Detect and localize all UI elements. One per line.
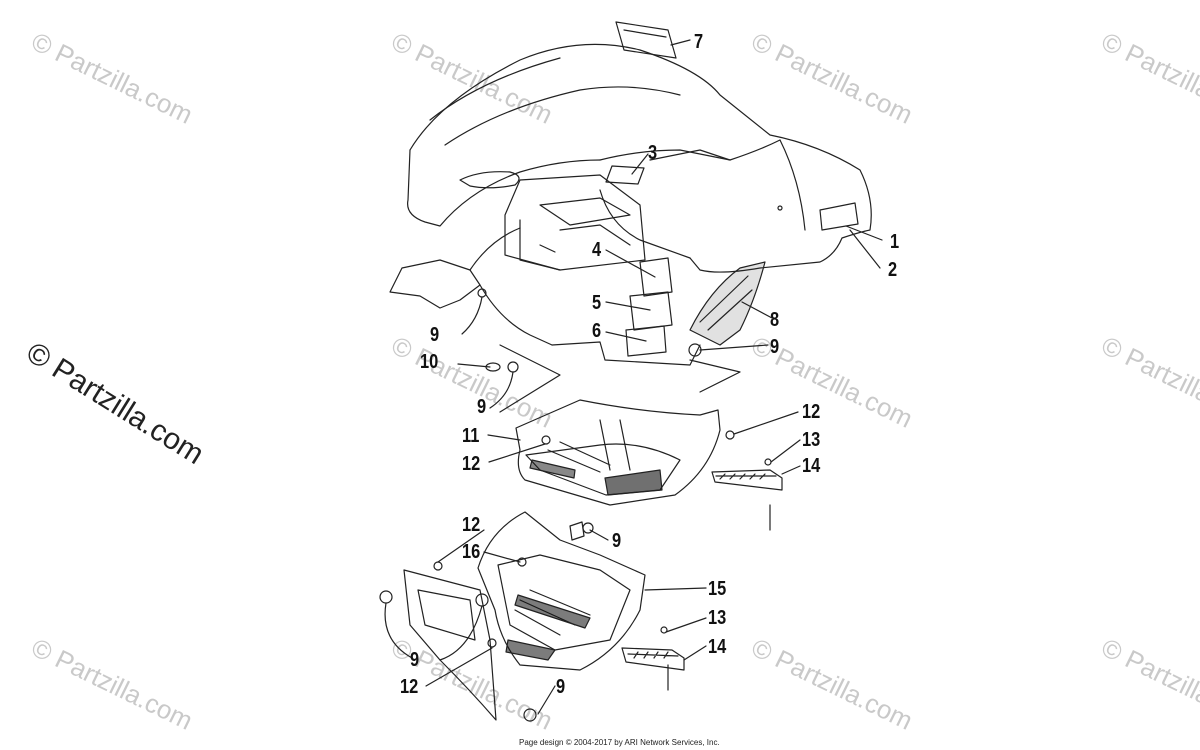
part-5-decal bbox=[629, 291, 673, 331]
callout-14[interactable]: 14 bbox=[802, 455, 821, 477]
callout-6[interactable]: 6 bbox=[592, 320, 602, 342]
callout-15[interactable]: 15 bbox=[708, 578, 727, 600]
part-11-footwell bbox=[515, 399, 721, 506]
callout-12[interactable]: 12 bbox=[462, 453, 481, 475]
callout-3[interactable]: 3 bbox=[648, 142, 658, 164]
callout-13[interactable]: 13 bbox=[802, 429, 821, 451]
part-15-footwell bbox=[477, 511, 646, 671]
part-14-grip-lower bbox=[621, 647, 685, 671]
callout-12[interactable]: 12 bbox=[802, 401, 821, 423]
part-8-decal bbox=[689, 261, 766, 346]
part-7-decal bbox=[615, 21, 677, 59]
callout-1[interactable]: 1 bbox=[890, 231, 900, 253]
callout-5[interactable]: 5 bbox=[592, 292, 602, 314]
callout-9[interactable]: 9 bbox=[770, 336, 780, 358]
part-16-bracket bbox=[569, 521, 585, 541]
part-3-decal bbox=[605, 165, 645, 185]
callout-7[interactable]: 7 bbox=[694, 31, 704, 53]
part-6-decal bbox=[625, 325, 667, 357]
callout-13[interactable]: 13 bbox=[708, 607, 727, 629]
callout-9[interactable]: 9 bbox=[410, 649, 420, 671]
part-14-grip bbox=[711, 469, 783, 491]
callout-14[interactable]: 14 bbox=[708, 636, 727, 658]
part-4-decal bbox=[639, 257, 673, 297]
callout-8[interactable]: 8 bbox=[770, 309, 780, 331]
callout-2[interactable]: 2 bbox=[888, 259, 898, 281]
callout-4[interactable]: 4 bbox=[592, 239, 602, 261]
callout-16[interactable]: 16 bbox=[462, 541, 481, 563]
part-1-rear-body bbox=[409, 43, 872, 273]
callout-10[interactable]: 10 bbox=[420, 351, 439, 373]
callout-9[interactable]: 9 bbox=[612, 530, 622, 552]
callout-9[interactable]: 9 bbox=[556, 676, 566, 698]
callout-12[interactable]: 12 bbox=[462, 514, 481, 536]
footer-copyright: Page design © 2004-2017 by ARI Network S… bbox=[519, 738, 720, 747]
callout-12[interactable]: 12 bbox=[400, 676, 419, 698]
callout-9[interactable]: 9 bbox=[477, 396, 487, 418]
callout-11[interactable]: 11 bbox=[462, 425, 480, 447]
callout-9[interactable]: 9 bbox=[430, 324, 440, 346]
